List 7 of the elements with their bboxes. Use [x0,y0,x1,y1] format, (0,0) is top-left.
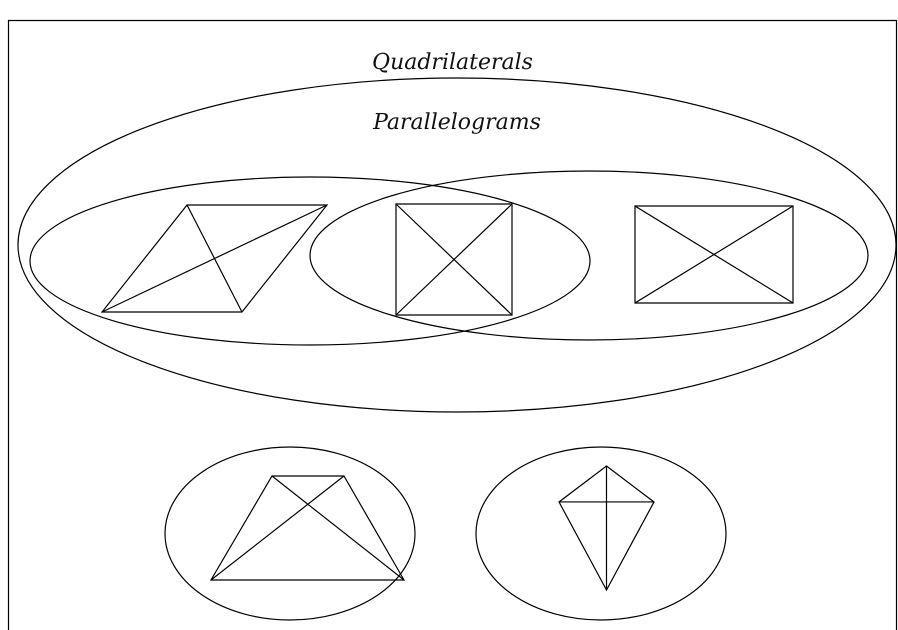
square-drawing [396,204,512,315]
kite-drawing [559,466,654,590]
rectangle-drawing [635,206,793,303]
set-label: Parallelograms [373,110,541,135]
set-label: Quadrilaterals [372,50,533,75]
trapezoid-drawing [211,476,404,580]
rhombus-drawing [102,205,327,312]
